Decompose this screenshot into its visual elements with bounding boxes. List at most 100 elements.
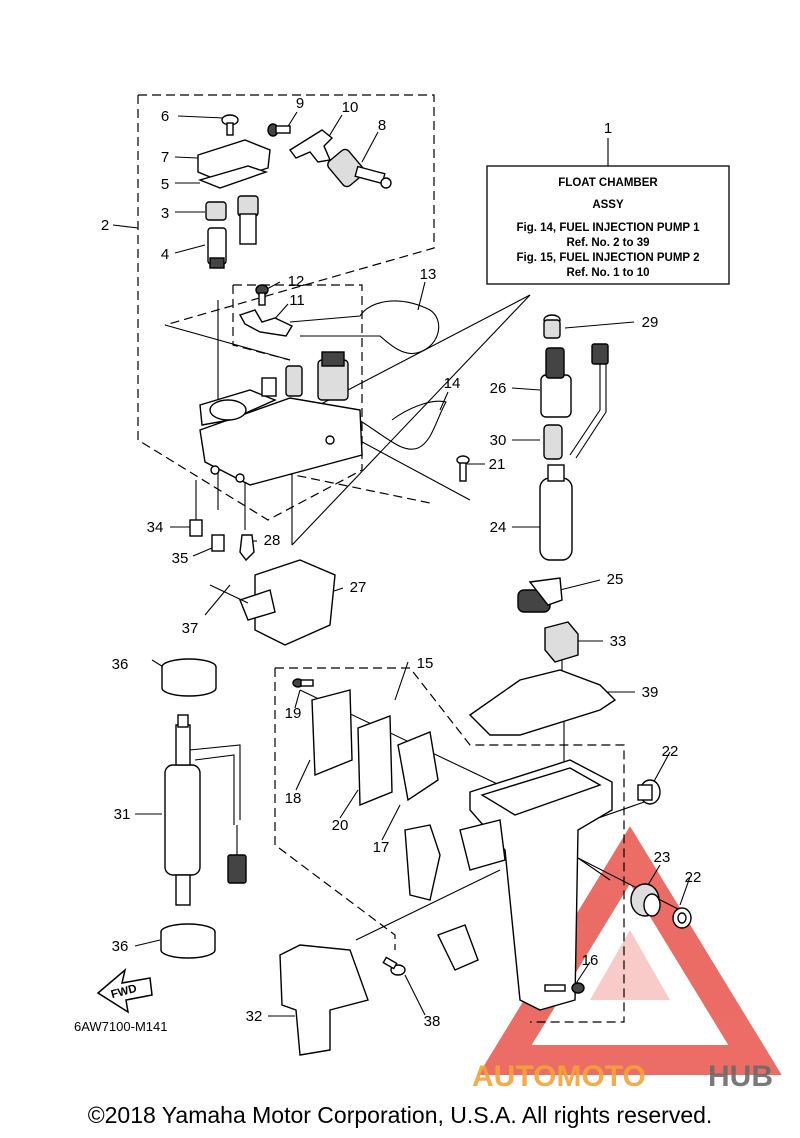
pump-body-assembly <box>199 351 363 486</box>
hose-14 <box>344 400 447 450</box>
lower-assembly-parts <box>160 658 692 1056</box>
callout-26: 26 <box>490 380 507 397</box>
callout-29: 29 <box>642 314 659 331</box>
bracket-25 <box>517 577 563 613</box>
callout-5: 5 <box>161 176 169 193</box>
grommet-22-lower <box>672 907 692 929</box>
drawing-code: 6AW7100-M141 <box>74 1019 167 1034</box>
callout-12: 12 <box>288 273 305 290</box>
holder-27 <box>239 559 336 646</box>
callout-35: 35 <box>172 550 189 567</box>
callout-25: 25 <box>607 571 624 588</box>
callout-numbers: 1 2 3 4 5 6 7 8 9 10 11 12 13 14 15 16 1… <box>101 95 702 1030</box>
callout-15: 15 <box>417 655 434 672</box>
callout-3: 3 <box>161 205 169 222</box>
gasket-39 <box>468 669 617 736</box>
screw-19 <box>292 678 314 688</box>
gasket-20 <box>357 714 393 807</box>
grommet-29 <box>543 314 561 339</box>
grommet-22-upper <box>637 779 661 805</box>
screw-21 <box>456 455 470 482</box>
callout-28: 28 <box>264 532 281 549</box>
automotohub-wordmark: AUTOMOTO HUB <box>472 1060 773 1093</box>
callout-24: 24 <box>490 519 507 536</box>
callout-38: 38 <box>424 1013 441 1030</box>
filter-30 <box>543 424 563 460</box>
filter-4 <box>207 227 227 269</box>
callout-21: 21 <box>489 456 506 473</box>
callout-10: 10 <box>342 99 359 116</box>
callout-30: 30 <box>490 432 507 449</box>
screw-35 <box>211 534 225 552</box>
nut-28 <box>239 534 255 562</box>
wire-37 <box>209 584 249 604</box>
fuel-pump-31 <box>164 714 247 906</box>
callout-32: 32 <box>246 1008 263 1025</box>
right-pump-parts <box>468 314 617 736</box>
copyright-notice: ©2018 Yamaha Motor Corporation, U.S.A. A… <box>87 1102 713 1128</box>
callout-2: 2 <box>101 217 109 234</box>
ring-36-lower <box>160 923 216 959</box>
note-line-6: Ref. No. 1 to 10 <box>566 267 649 279</box>
wordmark-automoto: AUTOMOTO <box>472 1060 646 1093</box>
screw-12 <box>255 284 269 306</box>
callout-39: 39 <box>642 684 659 701</box>
callout-9: 9 <box>296 95 304 112</box>
callout-4: 4 <box>161 246 169 263</box>
callout-13: 13 <box>420 266 437 283</box>
callout-37: 37 <box>182 620 199 637</box>
float-chamber-note-box: FLOAT CHAMBER ASSY Fig. 14, FUEL INJECTI… <box>486 165 730 285</box>
filter-26 <box>540 347 572 418</box>
fuel-pump-24 <box>539 464 573 561</box>
holder-33 <box>544 621 579 663</box>
joint-11 <box>238 309 293 337</box>
callout-18: 18 <box>285 790 302 807</box>
bolt-38 <box>382 956 406 976</box>
callout-16: 16 <box>582 952 599 969</box>
assembly-boundary-lines <box>137 94 625 1023</box>
bracket-10 <box>288 129 334 163</box>
callout-22-upper: 22 <box>662 743 679 760</box>
screw-16 <box>544 982 585 994</box>
grommet-23 <box>630 883 661 917</box>
callout-19: 19 <box>285 705 302 722</box>
callout-6: 6 <box>161 108 169 125</box>
callout-14: 14 <box>444 375 461 392</box>
callout-36-lower: 36 <box>112 938 129 955</box>
leader-lines <box>112 111 691 1017</box>
note-line-2: ASSY <box>592 199 624 211</box>
callout-33: 33 <box>610 633 627 650</box>
screw-9 <box>267 123 291 137</box>
callout-11: 11 <box>289 292 305 309</box>
callout-27: 27 <box>350 579 367 596</box>
gasket-17 <box>397 731 439 802</box>
wordmark-hub: HUB <box>708 1060 773 1093</box>
screw-34 <box>189 519 203 537</box>
callout-17: 17 <box>373 839 390 856</box>
callout-22-lower: 22 <box>685 869 702 886</box>
screw-6 <box>221 114 239 136</box>
callout-34: 34 <box>147 519 164 536</box>
callout-20: 20 <box>332 817 349 834</box>
hose-13 <box>289 300 440 354</box>
callout-23: 23 <box>654 849 671 866</box>
callout-31: 31 <box>114 806 131 823</box>
callout-7: 7 <box>161 149 169 166</box>
callout-1: 1 <box>604 120 612 137</box>
bracket-32 <box>279 944 369 1056</box>
callout-8: 8 <box>378 117 386 134</box>
fwd-arrow-icon: FWD <box>96 967 153 1014</box>
callout-36-upper: 36 <box>112 656 129 673</box>
float-chamber-15 <box>404 759 613 1011</box>
plate-18 <box>311 689 353 777</box>
upper-assembly-parts <box>189 114 470 646</box>
regulator-8 <box>327 148 392 189</box>
note-line-5: Fig. 15, FUEL INJECTION PUMP 2 <box>517 252 700 264</box>
note-line-3: Fig. 14, FUEL INJECTION PUMP 1 <box>517 222 701 234</box>
ring-36-upper <box>161 658 217 697</box>
holder-3 <box>205 195 259 245</box>
gasket-5 <box>197 165 269 189</box>
note-line-1: FLOAT CHAMBER <box>558 177 658 189</box>
note-line-4: Ref. No. 2 to 39 <box>566 237 649 249</box>
